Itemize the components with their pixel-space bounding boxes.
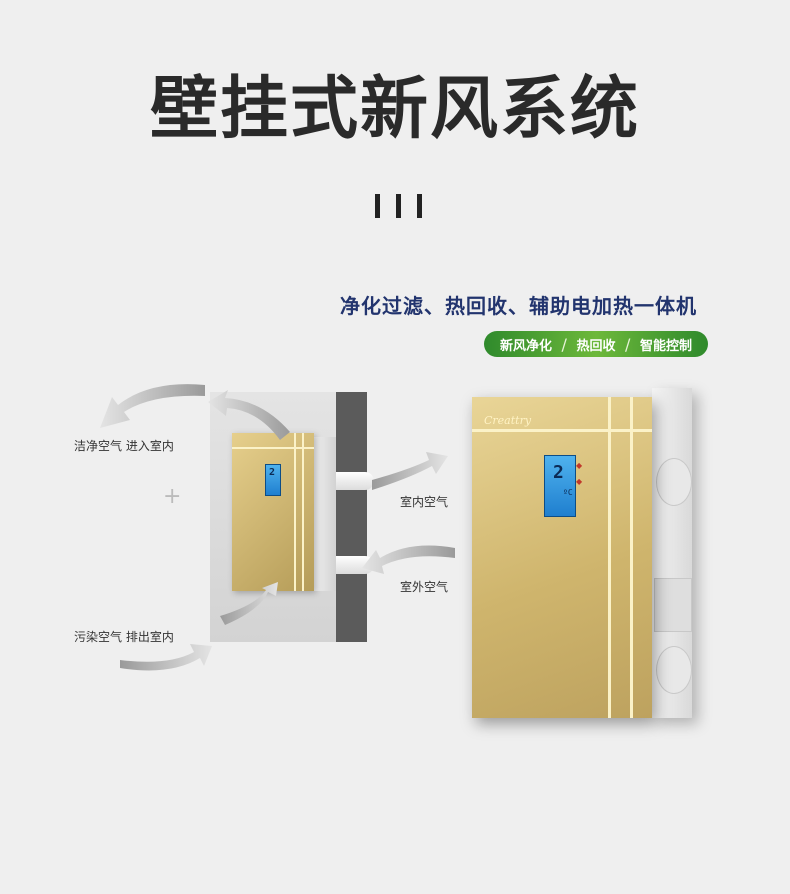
small-unit-display: 2 — [265, 464, 281, 496]
upper-duct — [334, 472, 374, 490]
feature-tags: 新风净化 / 热回收 / 智能控制 — [484, 331, 708, 357]
plus-icon: + — [163, 484, 182, 509]
arrow-outdoor-air — [362, 545, 455, 574]
side-panel — [654, 578, 692, 632]
tag-smart-control: 智能控制 — [639, 338, 692, 354]
side-vent-bottom — [656, 646, 692, 694]
label-indoor-air: 室内空气 — [400, 495, 449, 509]
wall-section — [336, 392, 367, 642]
indicator-light-top: ◆ — [576, 461, 583, 470]
arrow-dirty-air-in — [120, 644, 212, 671]
small-unit-front: 2 — [232, 433, 314, 591]
label-outdoor-air: 室外空气 — [400, 580, 449, 594]
label-clean-air-in: 洁净空气 进入室内 — [74, 439, 174, 453]
page-title: 壁挂式新风系统 — [149, 70, 640, 149]
tag-separator: / — [625, 334, 631, 354]
display-unit: ºC — [563, 488, 573, 497]
side-vent-top — [656, 458, 692, 506]
tag-fresh-air: 新风净化 — [500, 338, 553, 354]
small-unit-side — [314, 437, 336, 591]
large-unit-side — [652, 388, 692, 718]
arrow-clean-air-out — [100, 384, 205, 428]
arrow-indoor-air — [372, 452, 448, 490]
label-dirty-air-out: 污染空气 排出室内 — [74, 630, 174, 644]
large-unit-front: Creattry 2 ºC ◆ ◆ — [472, 397, 652, 718]
small-display-digit: 2 — [269, 467, 276, 478]
lower-duct — [334, 556, 374, 574]
control-display: 2 ºC — [544, 455, 576, 517]
tag-separator: / — [561, 334, 567, 354]
tag-heat-recovery: 热回收 — [576, 338, 616, 354]
indicator-light-bottom: ◆ — [576, 477, 583, 486]
arrow-top-into-wall — [208, 390, 290, 440]
arrow-bottom-into-wall — [220, 582, 278, 625]
product-subtitle: 净化过滤、热回收、辅助电加热一体机 — [340, 294, 697, 318]
display-digit: 2 — [553, 462, 564, 483]
brand-logo: Creattry — [484, 414, 532, 427]
